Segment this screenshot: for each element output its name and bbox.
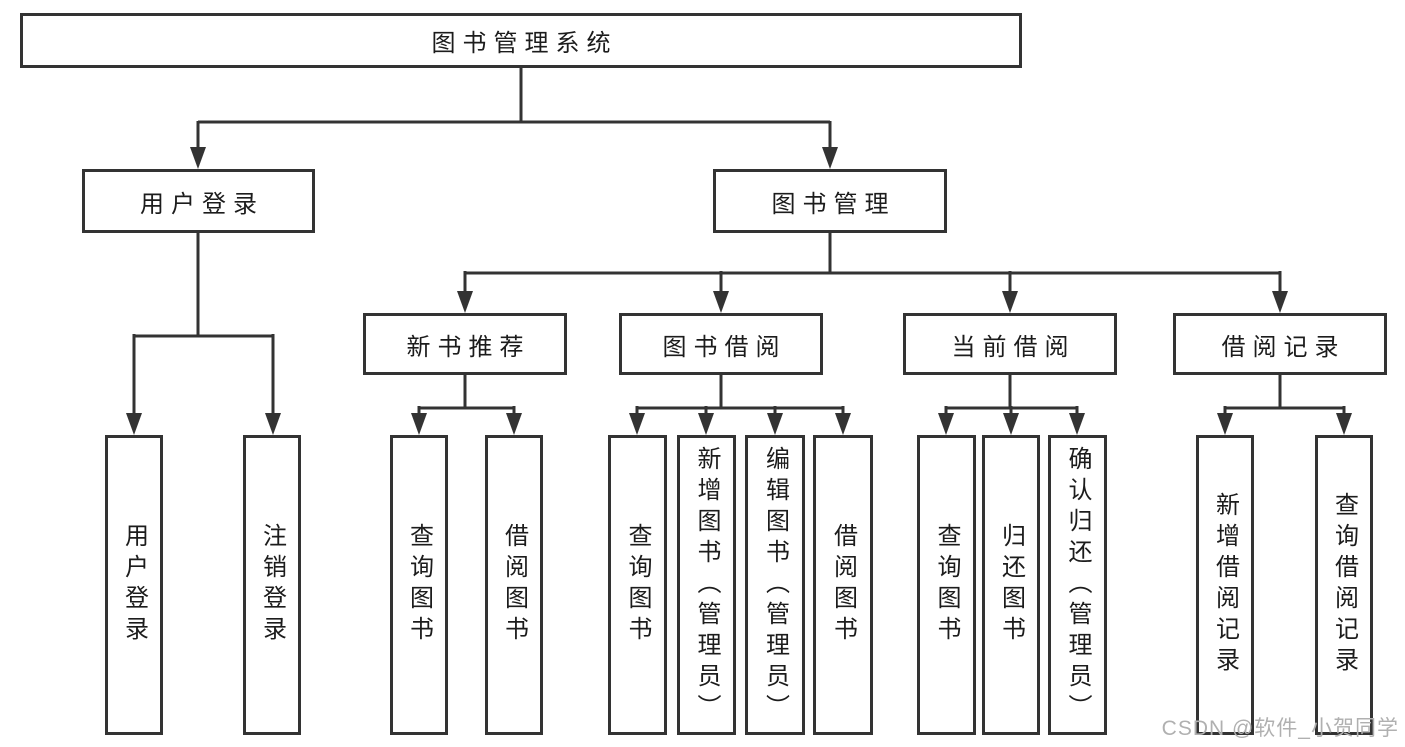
- node-book-management: 图书管理: [713, 169, 947, 233]
- leaf-user-login: 用户登录: [105, 435, 163, 735]
- leaf-current-return: 归还图书: [982, 435, 1040, 735]
- leaf-borrow-query: 查询图书: [608, 435, 667, 735]
- leaf-newbooks-borrow: 借阅图书: [485, 435, 543, 735]
- node-current-borrow: 当前借阅: [903, 313, 1117, 375]
- leaf-logout: 注销登录: [243, 435, 301, 735]
- node-borrow-records: 借阅记录: [1173, 313, 1387, 375]
- leaf-borrow-borrow: 借阅图书: [813, 435, 873, 735]
- node-new-books: 新书推荐: [363, 313, 567, 375]
- leaf-records-query: 查询借阅记录: [1315, 435, 1373, 735]
- leaf-records-add: 新增借阅记录: [1196, 435, 1254, 735]
- node-book-borrow: 图书借阅: [619, 313, 823, 375]
- leaf-current-query: 查询图书: [917, 435, 976, 735]
- leaf-newbooks-query: 查询图书: [390, 435, 448, 735]
- leaf-current-confirm-admin: 确认归还（管理员）: [1048, 435, 1107, 735]
- watermark-text: CSDN @软件_小贺同学: [1161, 717, 1399, 740]
- leaf-borrow-edit-admin: 编辑图书（管理员）: [745, 435, 805, 735]
- node-user-login: 用户登录: [82, 169, 315, 233]
- node-root: 图书管理系统: [20, 13, 1022, 68]
- leaf-borrow-add-admin: 新增图书（管理员）: [677, 435, 736, 735]
